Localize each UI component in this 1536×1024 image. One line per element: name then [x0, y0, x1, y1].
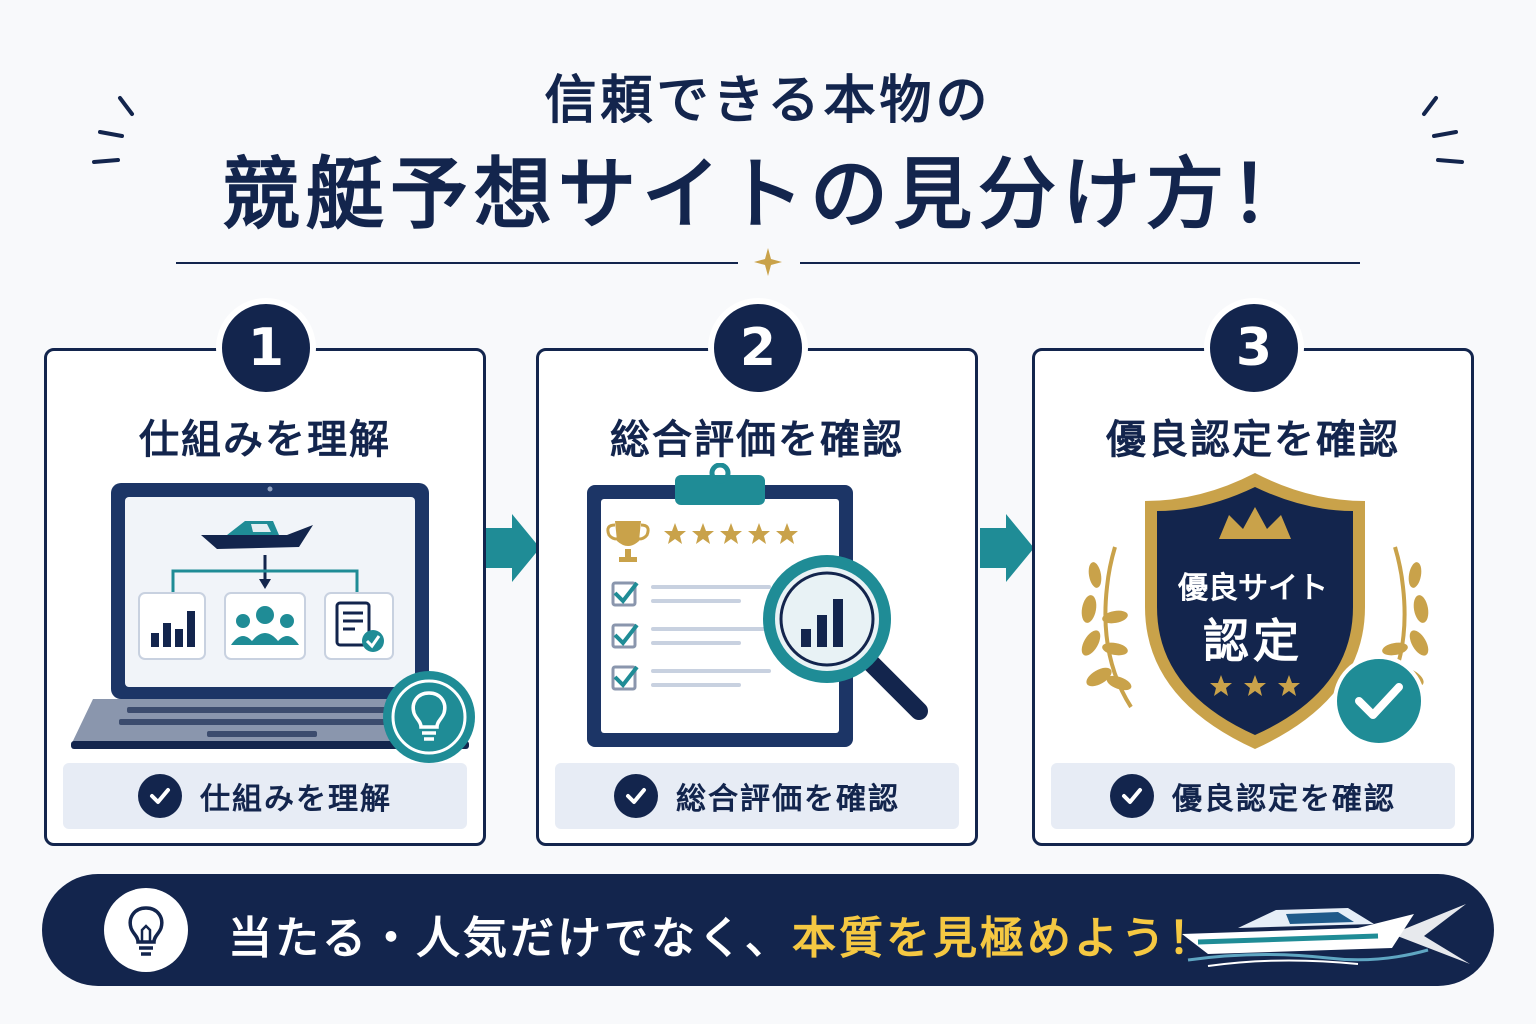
burst-right-icon	[1422, 96, 1464, 164]
step-footer-label-2: 総合評価を確認	[676, 782, 900, 817]
boat-icon	[201, 521, 313, 549]
banner-text-highlight: 本質を見極めよう！	[792, 913, 1215, 964]
trophy-icon	[606, 521, 650, 562]
step-number-3: 3	[1204, 298, 1304, 398]
crown-icon	[1219, 507, 1291, 539]
title-line1: 信頼できる本物の	[544, 71, 992, 131]
step-footer-label-1: 仕組みを理解	[200, 782, 392, 817]
bar-chart-icon	[151, 611, 195, 647]
shield-label-line2: 認定	[1203, 614, 1303, 668]
step-footer-label-3: 優良認定を確認	[1172, 782, 1396, 817]
laptop-icon	[71, 483, 469, 749]
step-card-2: 総合評価を確認	[536, 348, 978, 846]
check-icon	[138, 774, 182, 818]
burst-left-icon	[92, 96, 134, 164]
star-icon	[754, 248, 782, 276]
step-title-2: 総合評価を確認	[610, 417, 904, 463]
banner-message: 当たる・人気だけでなく、本質を見極めよう！	[228, 902, 1215, 966]
document-check-icon	[335, 601, 384, 652]
step-number-2: 2	[708, 298, 808, 398]
arrow-right-icon	[980, 514, 1034, 582]
shield-icon	[1145, 473, 1365, 749]
lightbulb-icon	[383, 671, 475, 763]
award-icon	[1081, 473, 1429, 749]
shield-label-line1: 優良サイト	[1178, 571, 1328, 606]
lightbulb-icon	[104, 888, 188, 972]
banner-text-main: 当たる・人気だけでなく、	[228, 913, 792, 964]
page-title: 競艇予想サイトの見分け方！	[221, 150, 1314, 240]
step-card-3: 優良認定を確認 優良サイト 認	[1032, 348, 1474, 846]
boat-icon	[1182, 904, 1470, 967]
magnifier-icon	[763, 555, 928, 720]
step-title-3: 優良認定を確認	[1106, 417, 1400, 463]
clipboard-icon	[587, 463, 928, 747]
step-footer-3: 優良認定を確認	[1051, 763, 1455, 829]
arrow-right-icon	[486, 514, 540, 582]
rating-stars-icon	[664, 523, 798, 544]
step-number-1: 1	[216, 298, 316, 398]
step-card-1: 仕組みを理解	[44, 348, 486, 846]
divider-left	[176, 262, 738, 264]
check-icon	[614, 774, 658, 818]
divider-right	[800, 262, 1360, 264]
bottom-banner: 当たる・人気だけでなく、本質を見極めよう！	[42, 874, 1494, 986]
step-title-1: 仕組みを理解	[139, 417, 391, 463]
step-footer-1: 仕組みを理解	[63, 763, 467, 829]
shield-stars-icon	[1210, 675, 1300, 696]
step-footer-2: 総合評価を確認	[555, 763, 959, 829]
check-icon	[1110, 774, 1154, 818]
users-icon	[231, 606, 299, 645]
check-badge-icon	[1333, 655, 1425, 747]
